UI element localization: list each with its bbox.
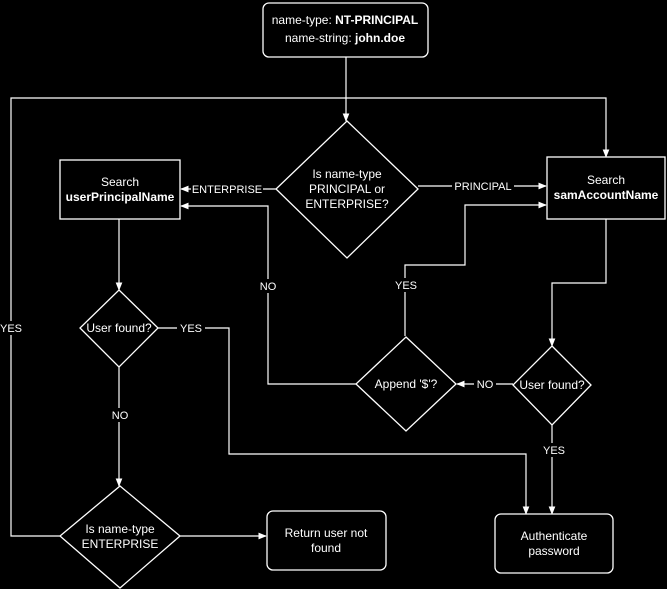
append-dollar-text: Append '$'? <box>375 377 438 391</box>
user-found-right-text: User found? <box>519 378 585 392</box>
node-return-not-found: Return user not found <box>266 510 387 571</box>
start-name-string-label: name-string: <box>285 31 355 45</box>
svg-text:name-type: NT-PRINCIPAL: name-type: NT-PRINCIPAL <box>272 13 418 27</box>
authenticate-line1: Authenticate <box>521 529 588 543</box>
node-search-sam: Search samAccountName <box>546 156 666 220</box>
search-upn-line1: Search <box>101 175 139 189</box>
svg-text:name-string: john.doe: name-string: john.doe <box>285 31 405 45</box>
node-append-dollar: Append '$'? <box>355 336 457 432</box>
edge-append-yes <box>404 201 547 336</box>
decision-type-line1: Is name-type <box>312 167 382 181</box>
node-user-found-right: User found? <box>512 345 592 426</box>
edge-label-no-left-found: NO <box>112 410 129 422</box>
user-found-left-text: User found? <box>86 321 152 335</box>
start-name-type-label: name-type: <box>272 13 335 27</box>
decision-type-line3: ENTERPRISE? <box>305 197 389 211</box>
edge-append-no <box>180 202 357 385</box>
search-sam-line1: Search <box>587 173 625 187</box>
start-name-type-value: NT-PRINCIPAL <box>335 13 418 27</box>
node-authenticate: Authenticate password <box>494 513 614 574</box>
edge-label-no-append: NO <box>260 281 277 293</box>
search-upn-line2: userPrincipalName <box>66 190 175 204</box>
decision-enterprise-line1: Is name-type <box>85 522 155 536</box>
node-user-found-left: User found? <box>79 289 159 368</box>
edge-sam-to-found-right <box>548 219 607 347</box>
return-not-found-line1: Return user not <box>285 526 368 540</box>
edge-label-yes-enterprise: YES <box>0 323 22 335</box>
decision-type-line2: PRINCIPAL or <box>309 182 385 196</box>
edge-label-no-right-found: NO <box>477 379 494 391</box>
authenticate-line2: password <box>528 544 579 558</box>
return-not-found-line2: found <box>311 541 341 555</box>
edge-label-yes-left-found: YES <box>180 323 202 335</box>
node-decision-name-type: Is name-type PRINCIPAL or ENTERPRISE? <box>275 120 419 259</box>
decision-enterprise-line2: ENTERPRISE <box>82 537 159 551</box>
edge-label-principal: PRINCIPAL <box>454 181 511 193</box>
edge-label-enterprise: ENTERPRISE <box>192 184 262 196</box>
edge-label-yes-right-found: YES <box>543 445 565 457</box>
edge-enterprise-yes-loop <box>10 97 610 537</box>
search-sam-line2: samAccountName <box>554 188 659 202</box>
node-decision-enterprise: Is name-type ENTERPRISE <box>58 485 182 589</box>
node-start: name-type: NT-PRINCIPAL name-string: joh… <box>262 2 429 58</box>
edge-found-left-yes <box>157 327 530 515</box>
start-name-string-value: john.doe <box>354 31 405 45</box>
edge-label-yes-append: YES <box>395 280 417 292</box>
node-search-upn: Search userPrincipalName <box>59 159 181 220</box>
